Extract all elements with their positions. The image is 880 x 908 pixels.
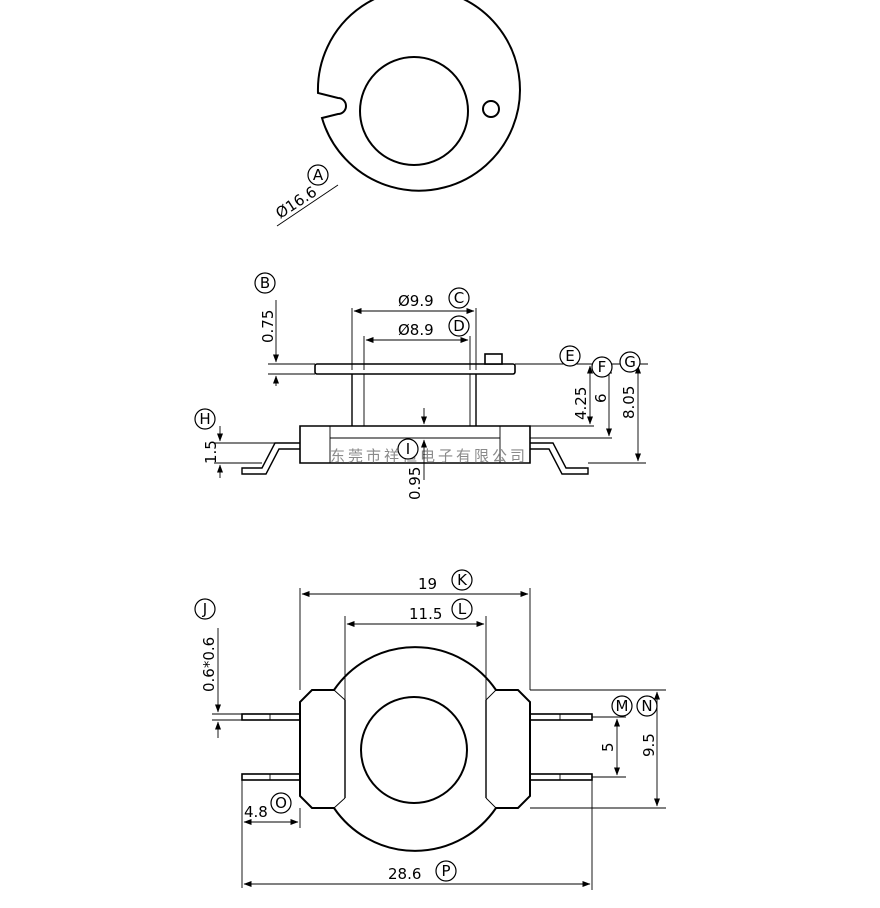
tag-p-label: P <box>441 862 450 880</box>
pin-top-left <box>241 713 301 721</box>
diameter-leader-a <box>276 184 339 227</box>
tag-h-label: H <box>199 410 210 428</box>
tag-k: K <box>451 569 473 591</box>
tag-l: L <box>451 598 473 620</box>
tag-d: D <box>448 315 470 337</box>
bottom-view: 19 K 11.5 L 0.6*0.6 J 5 9.5 <box>194 569 666 890</box>
dim-m-value: 5 <box>599 742 617 752</box>
flange-disc-outline <box>316 0 521 192</box>
pin-bottom-right <box>529 773 593 781</box>
tag-e-label: E <box>565 347 574 365</box>
tag-a: A <box>307 164 329 186</box>
dim-h-value: 1.5 <box>202 440 220 464</box>
pin-right <box>530 442 589 475</box>
tag-o: O <box>270 792 292 814</box>
dim-d-value: Ø8.9 <box>398 321 434 339</box>
body-chamfer-4 <box>485 797 497 809</box>
dim-n-value: 9.5 <box>640 733 658 757</box>
pin-left <box>241 442 300 475</box>
side-view: 东莞市祥恒电子有限公司 Ø9.9 C Ø8.9 D 0.75 B <box>194 272 648 500</box>
tag-m-label: M <box>616 697 629 715</box>
tag-p: P <box>435 860 457 882</box>
tag-i-label: I <box>406 440 410 458</box>
top-view: Ø16.6 A <box>272 0 521 227</box>
tag-c-label: C <box>454 289 464 307</box>
tag-o-label: O <box>275 794 287 812</box>
dim-j-value: 0.6*0.6 <box>200 637 218 692</box>
pin-stub <box>484 353 503 365</box>
body-chamfer-3 <box>333 797 346 809</box>
tag-n: N <box>636 695 658 717</box>
dim-e-value: 4.25 <box>572 387 590 420</box>
tag-b: B <box>254 272 276 294</box>
dim-f-value: 6 <box>592 393 610 403</box>
dim-o-value: 4.8 <box>244 803 268 821</box>
tag-f-label: F <box>598 358 607 376</box>
pin-top-right <box>529 713 593 721</box>
bottom-center-hole <box>360 696 468 804</box>
tag-n-label: N <box>641 697 652 715</box>
tag-l-label: L <box>458 600 467 618</box>
body-chamfer-2 <box>485 689 497 701</box>
pin-hole <box>482 100 500 118</box>
tag-j-label: J <box>202 600 207 618</box>
tag-h: H <box>194 408 216 430</box>
watermark: 东莞市祥恒电子有限公司 <box>330 447 528 465</box>
tag-a-label: A <box>313 166 324 184</box>
body-chamfer-1 <box>333 689 346 701</box>
tag-d-label: D <box>453 317 465 335</box>
dim-i-value: 0.95 <box>406 467 424 500</box>
dim-c-value: Ø9.9 <box>398 292 434 310</box>
pin-bottom-left <box>241 773 301 781</box>
tag-i: I <box>397 438 419 460</box>
tag-c: C <box>448 287 470 309</box>
dim-b-value: 0.75 <box>259 310 277 343</box>
tag-j: J <box>194 598 216 620</box>
dim-g-value: 8.05 <box>620 386 638 419</box>
dim-a-value: Ø16.6 <box>272 183 320 223</box>
bobbin-body <box>299 646 531 852</box>
tag-k-label: K <box>457 571 468 589</box>
tag-f: F <box>591 356 613 378</box>
top-flange <box>314 363 516 375</box>
tag-g-label: G <box>624 353 636 371</box>
tag-m: M <box>611 695 633 717</box>
dim-l-value: 11.5 <box>409 605 442 623</box>
dim-p-value: 28.6 <box>388 865 421 883</box>
dim-k-value: 19 <box>418 575 437 593</box>
tag-g: G <box>619 351 641 373</box>
center-hole <box>359 56 469 166</box>
tag-e: E <box>559 345 581 367</box>
tag-b-label: B <box>260 274 270 292</box>
